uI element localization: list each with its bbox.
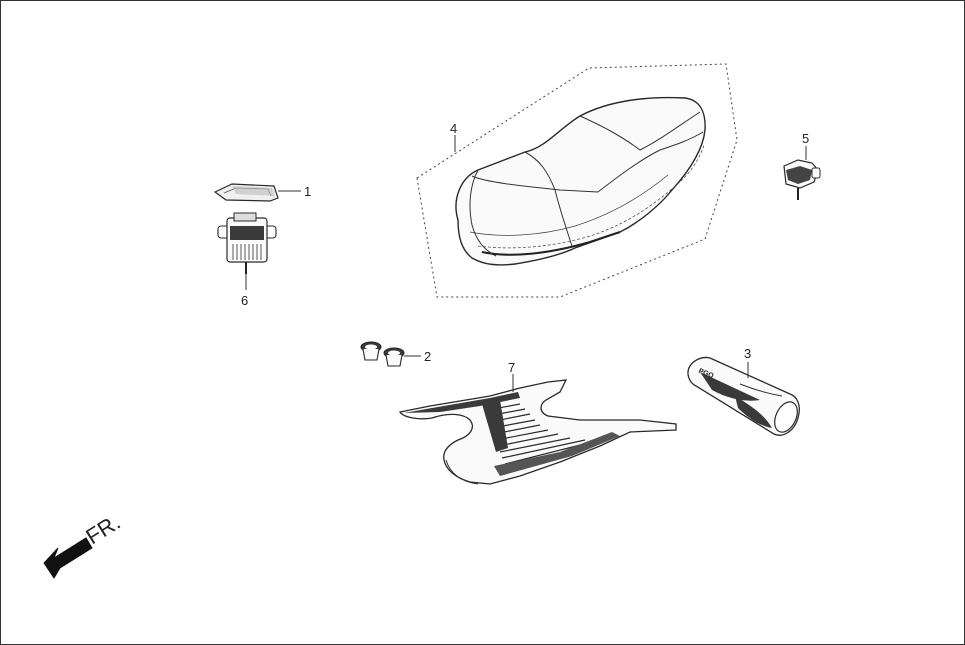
unit-label-band: [230, 226, 264, 240]
unit-fins: [232, 244, 262, 260]
grip-end: [774, 401, 798, 433]
seat-outline: [455, 96, 706, 266]
callout-5: 5: [802, 131, 809, 146]
grip-pattern-b: [735, 396, 772, 428]
tray-shading: [232, 186, 275, 196]
front-arrow-icon: [43, 537, 93, 579]
bushing-left: [360, 341, 382, 361]
callout-4: 4: [450, 121, 457, 136]
seat-seam-side: [469, 174, 669, 236]
bushing-right: [383, 347, 405, 367]
callout-1: 1: [304, 184, 311, 199]
callout-2: 2: [424, 349, 431, 364]
part-6-control-unit[interactable]: 6: [217, 212, 277, 308]
seat-base-band: [481, 231, 621, 256]
seat-seam-rear: [579, 111, 701, 151]
mat-side-strip: [494, 432, 620, 476]
seat-seam-mid: [524, 151, 573, 247]
grip-pattern-a: [700, 372, 760, 401]
callout-3: 3: [744, 346, 751, 361]
latch-knob: [811, 167, 821, 179]
part-1-tray[interactable]: 1: [213, 183, 311, 202]
part-5-latch[interactable]: 5: [783, 131, 821, 200]
seat-piping: [477, 144, 705, 249]
seat-seam-diagonal: [597, 131, 704, 193]
seat-group-boundary: [416, 63, 738, 298]
part-4-seat[interactable]: 4: [416, 63, 738, 298]
callout-6: 6: [241, 293, 248, 308]
latch-shade: [786, 166, 812, 184]
mat-dark-channel: [482, 400, 508, 452]
seat-seam-front: [471, 175, 599, 193]
part-7-floor-mat[interactable]: 7: [398, 360, 677, 485]
seat-front-edge: [469, 169, 497, 257]
unit-top-block: [233, 212, 257, 222]
part-2-bushings[interactable]: 2: [360, 341, 431, 367]
mat-front-lip: [445, 459, 479, 485]
part-3-grip[interactable]: PGO 3: [687, 346, 802, 436]
callout-7: 7: [508, 360, 515, 375]
grip-pattern-c: [739, 383, 783, 397]
